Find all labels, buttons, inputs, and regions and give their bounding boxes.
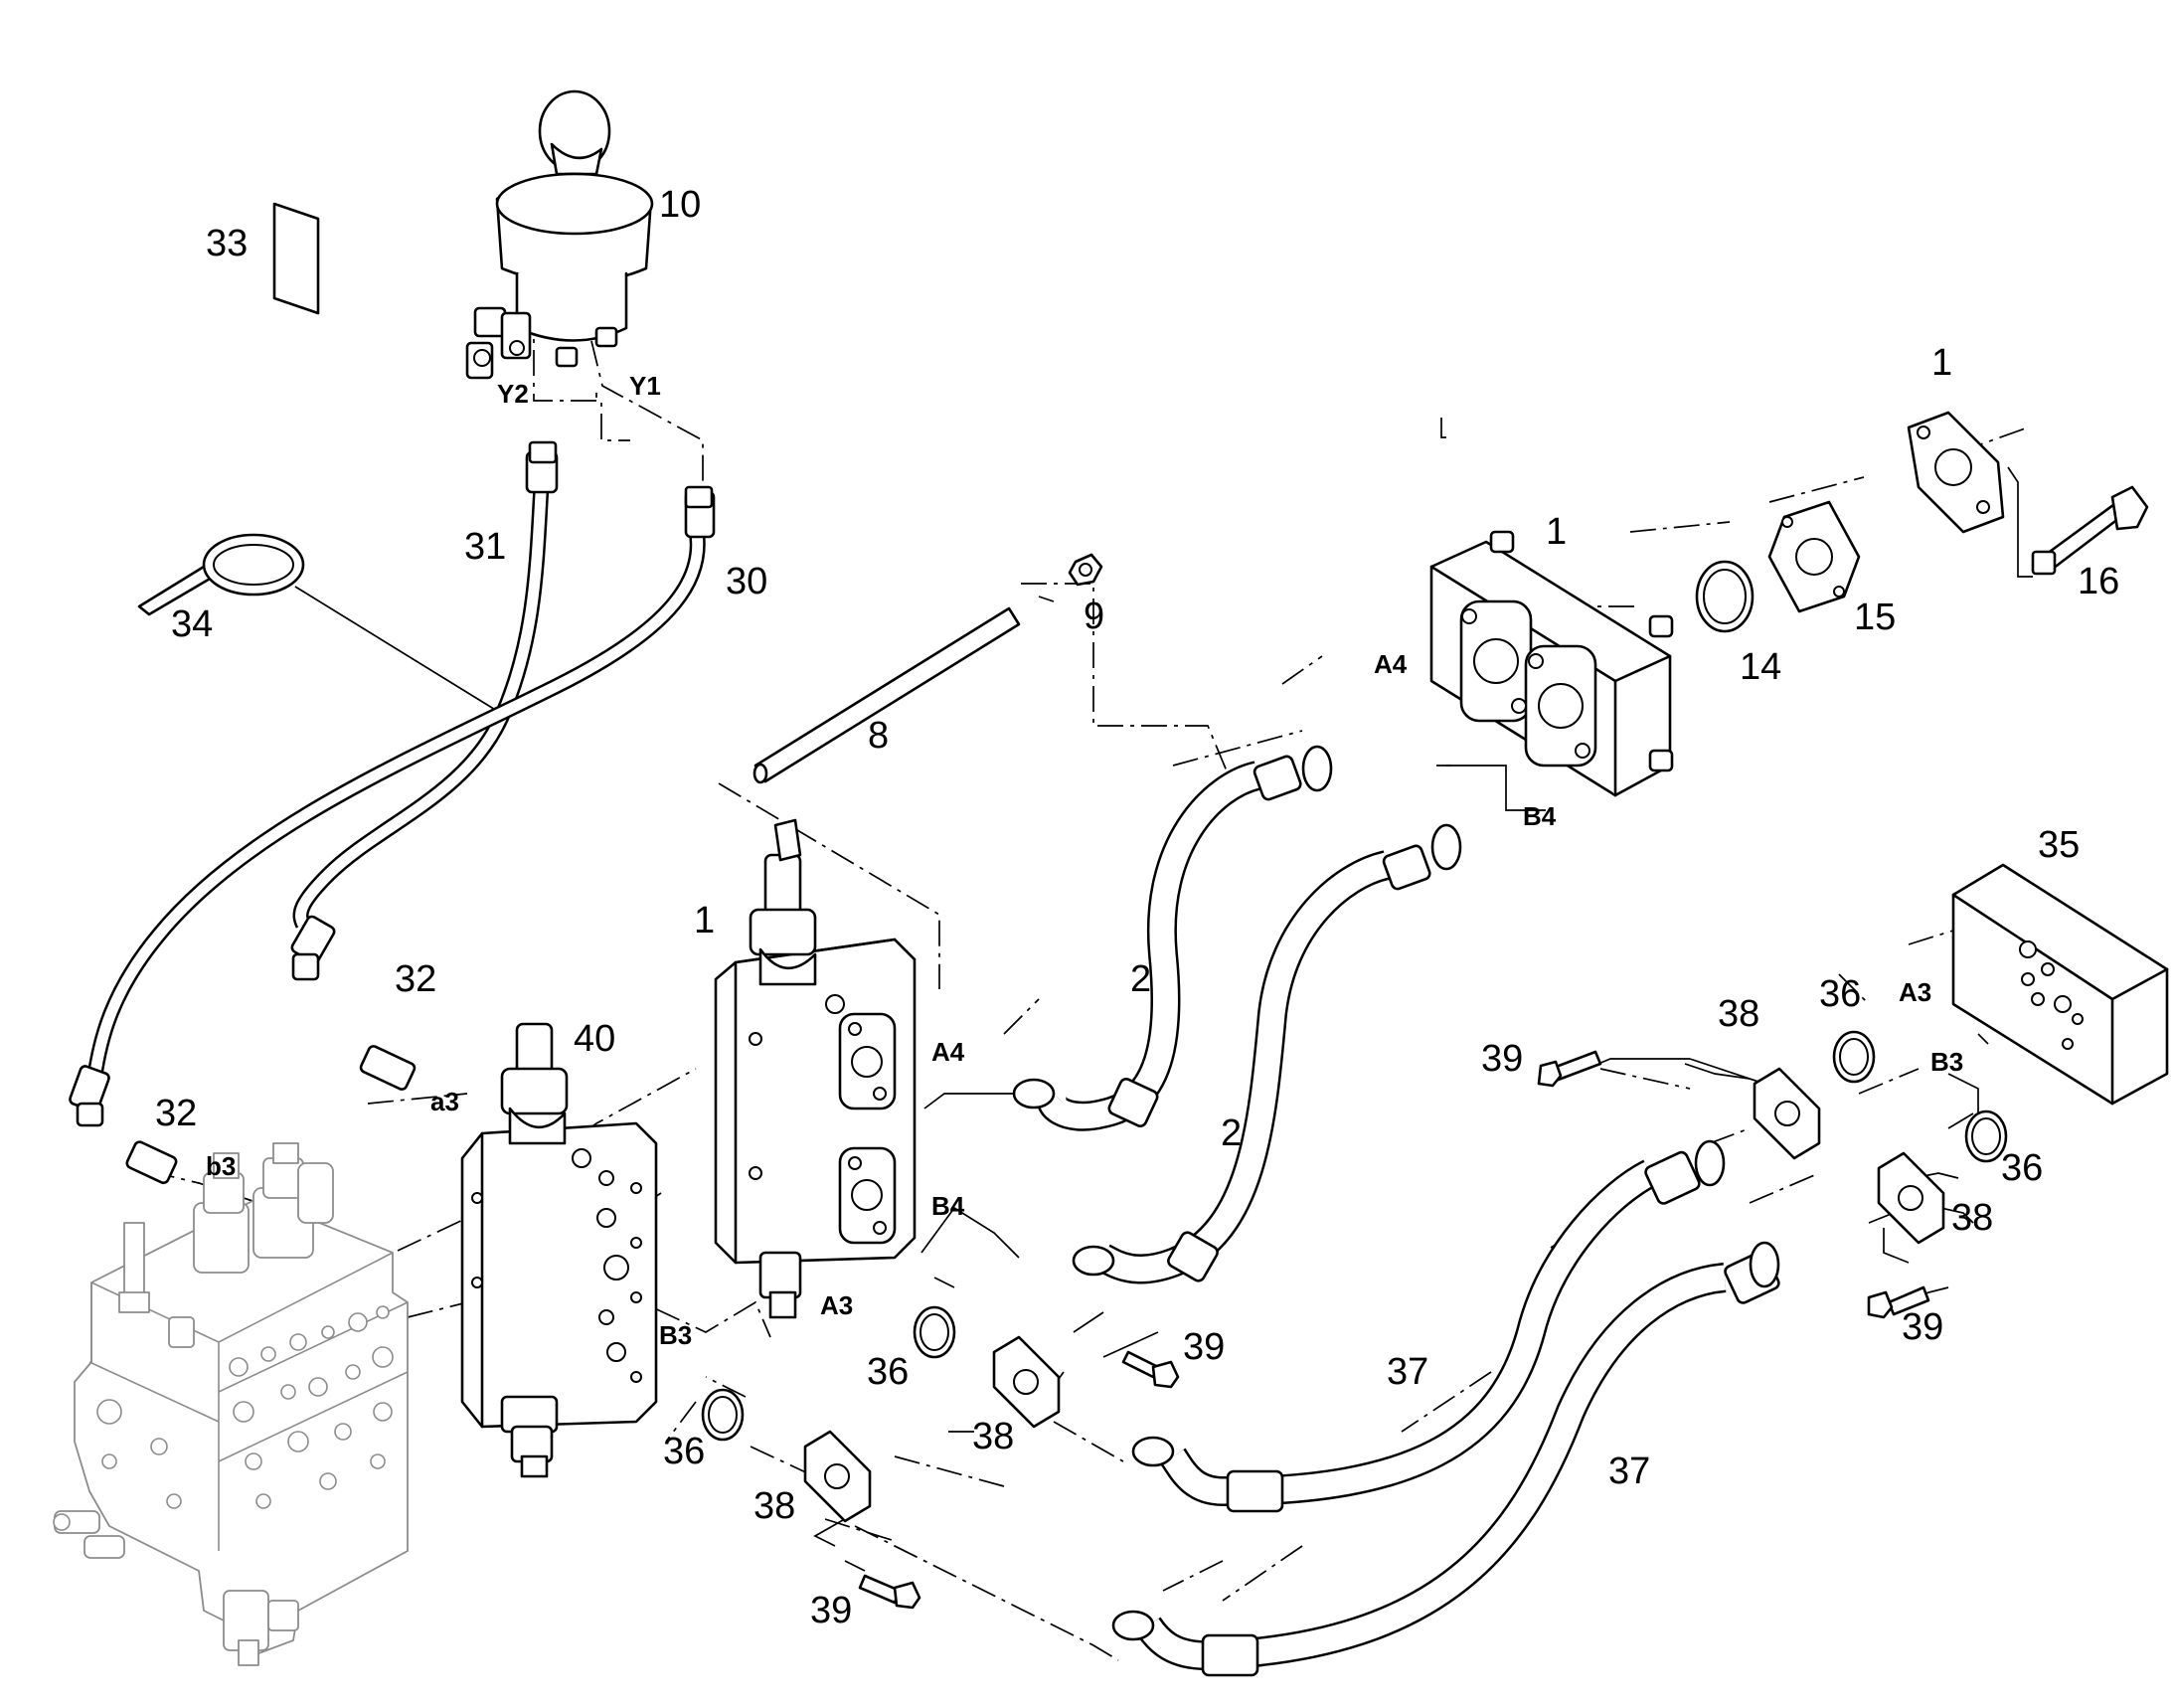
callout-39-mid: 39 bbox=[1183, 1326, 1225, 1368]
callout-32-upper: 32 bbox=[395, 958, 436, 1000]
main-control-valve-block bbox=[53, 1142, 409, 1666]
callout-1-manifold: 1 bbox=[1546, 511, 1567, 553]
upper-valve-section bbox=[714, 818, 917, 1319]
port-label-b4-manifold: B4 bbox=[1523, 801, 1557, 831]
callout-34: 34 bbox=[171, 603, 213, 645]
callout-8: 8 bbox=[868, 715, 889, 757]
callout-40: 40 bbox=[574, 1018, 615, 1060]
port-label-y1: Y1 bbox=[629, 371, 661, 401]
callout-2-upper: 2 bbox=[1130, 958, 1151, 1000]
callout-10: 10 bbox=[659, 184, 701, 226]
hoses bbox=[69, 440, 1780, 1677]
callout-39-lower: 39 bbox=[810, 1590, 852, 1631]
leader-lines bbox=[294, 393, 2033, 1572]
adapter-fittings bbox=[125, 1045, 417, 1185]
port-label-a3-inlet: a3 bbox=[430, 1087, 459, 1116]
port-label-b4-valve: B4 bbox=[931, 1191, 965, 1221]
port-label-a3-plate: A3 bbox=[1899, 977, 1931, 1007]
port-label-a3-valve: A3 bbox=[820, 1290, 853, 1320]
upper-right-flange-set bbox=[1695, 411, 2149, 633]
callout-numbers: 33 10 31 30 34 9 8 1 1 1 14 15 16 35 2 2… bbox=[155, 184, 2119, 1631]
callout-2-lower: 2 bbox=[1221, 1112, 1242, 1154]
port-label-b3-inlet: b3 bbox=[206, 1151, 236, 1181]
port-label-b3-plate: B3 bbox=[1930, 1047, 1963, 1077]
tie-rod bbox=[752, 553, 1103, 784]
callout-36-mid: 36 bbox=[867, 1351, 909, 1393]
callout-38-lower: 38 bbox=[753, 1485, 795, 1527]
callout-39-upper: 39 bbox=[1481, 1038, 1523, 1080]
seals-flanges-bolts bbox=[701, 1030, 2008, 1610]
port-label-a4-valve: A4 bbox=[931, 1037, 965, 1067]
callout-39-right: 39 bbox=[1902, 1306, 1943, 1348]
callout-37-lower: 37 bbox=[1608, 1451, 1650, 1492]
lower-valve-section bbox=[460, 1022, 658, 1478]
callout-1-valve: 1 bbox=[694, 900, 715, 941]
callout-36-right: 36 bbox=[2001, 1147, 2043, 1189]
blanking-plate bbox=[1951, 863, 2169, 1106]
callout-37-upper: 37 bbox=[1387, 1351, 1428, 1393]
callout-16: 16 bbox=[2078, 561, 2119, 602]
pilot-control-joystick bbox=[465, 89, 654, 380]
callout-30: 30 bbox=[726, 561, 767, 602]
port-label-b3-valve: B3 bbox=[659, 1320, 692, 1350]
port-labels: Y2 Y1 A4 B4 A4 B4 A3 B3 A3 B3 a3 b3 bbox=[206, 371, 1963, 1350]
callout-31: 31 bbox=[464, 526, 506, 568]
callout-9: 9 bbox=[1084, 596, 1104, 637]
callout-35: 35 bbox=[2038, 824, 2080, 866]
port-label-a4-manifold: A4 bbox=[1374, 649, 1408, 679]
upper-manifold-plate bbox=[1429, 530, 1674, 797]
callout-1-upper-right: 1 bbox=[1931, 342, 1952, 384]
cable-tie bbox=[137, 533, 305, 616]
callout-38-mid: 38 bbox=[972, 1416, 1014, 1457]
callout-15: 15 bbox=[1854, 597, 1896, 638]
callout-36-upper: 36 bbox=[1819, 973, 1861, 1015]
callout-32-lower: 32 bbox=[155, 1093, 197, 1134]
instruction-label-decal bbox=[272, 202, 320, 315]
callout-36-lower: 36 bbox=[663, 1431, 705, 1472]
port-label-y2: Y2 bbox=[497, 379, 529, 409]
callout-38-upper: 38 bbox=[1718, 993, 1759, 1035]
callout-14: 14 bbox=[1740, 646, 1781, 688]
callout-38-right: 38 bbox=[1951, 1197, 1993, 1239]
callout-33: 33 bbox=[206, 223, 248, 264]
